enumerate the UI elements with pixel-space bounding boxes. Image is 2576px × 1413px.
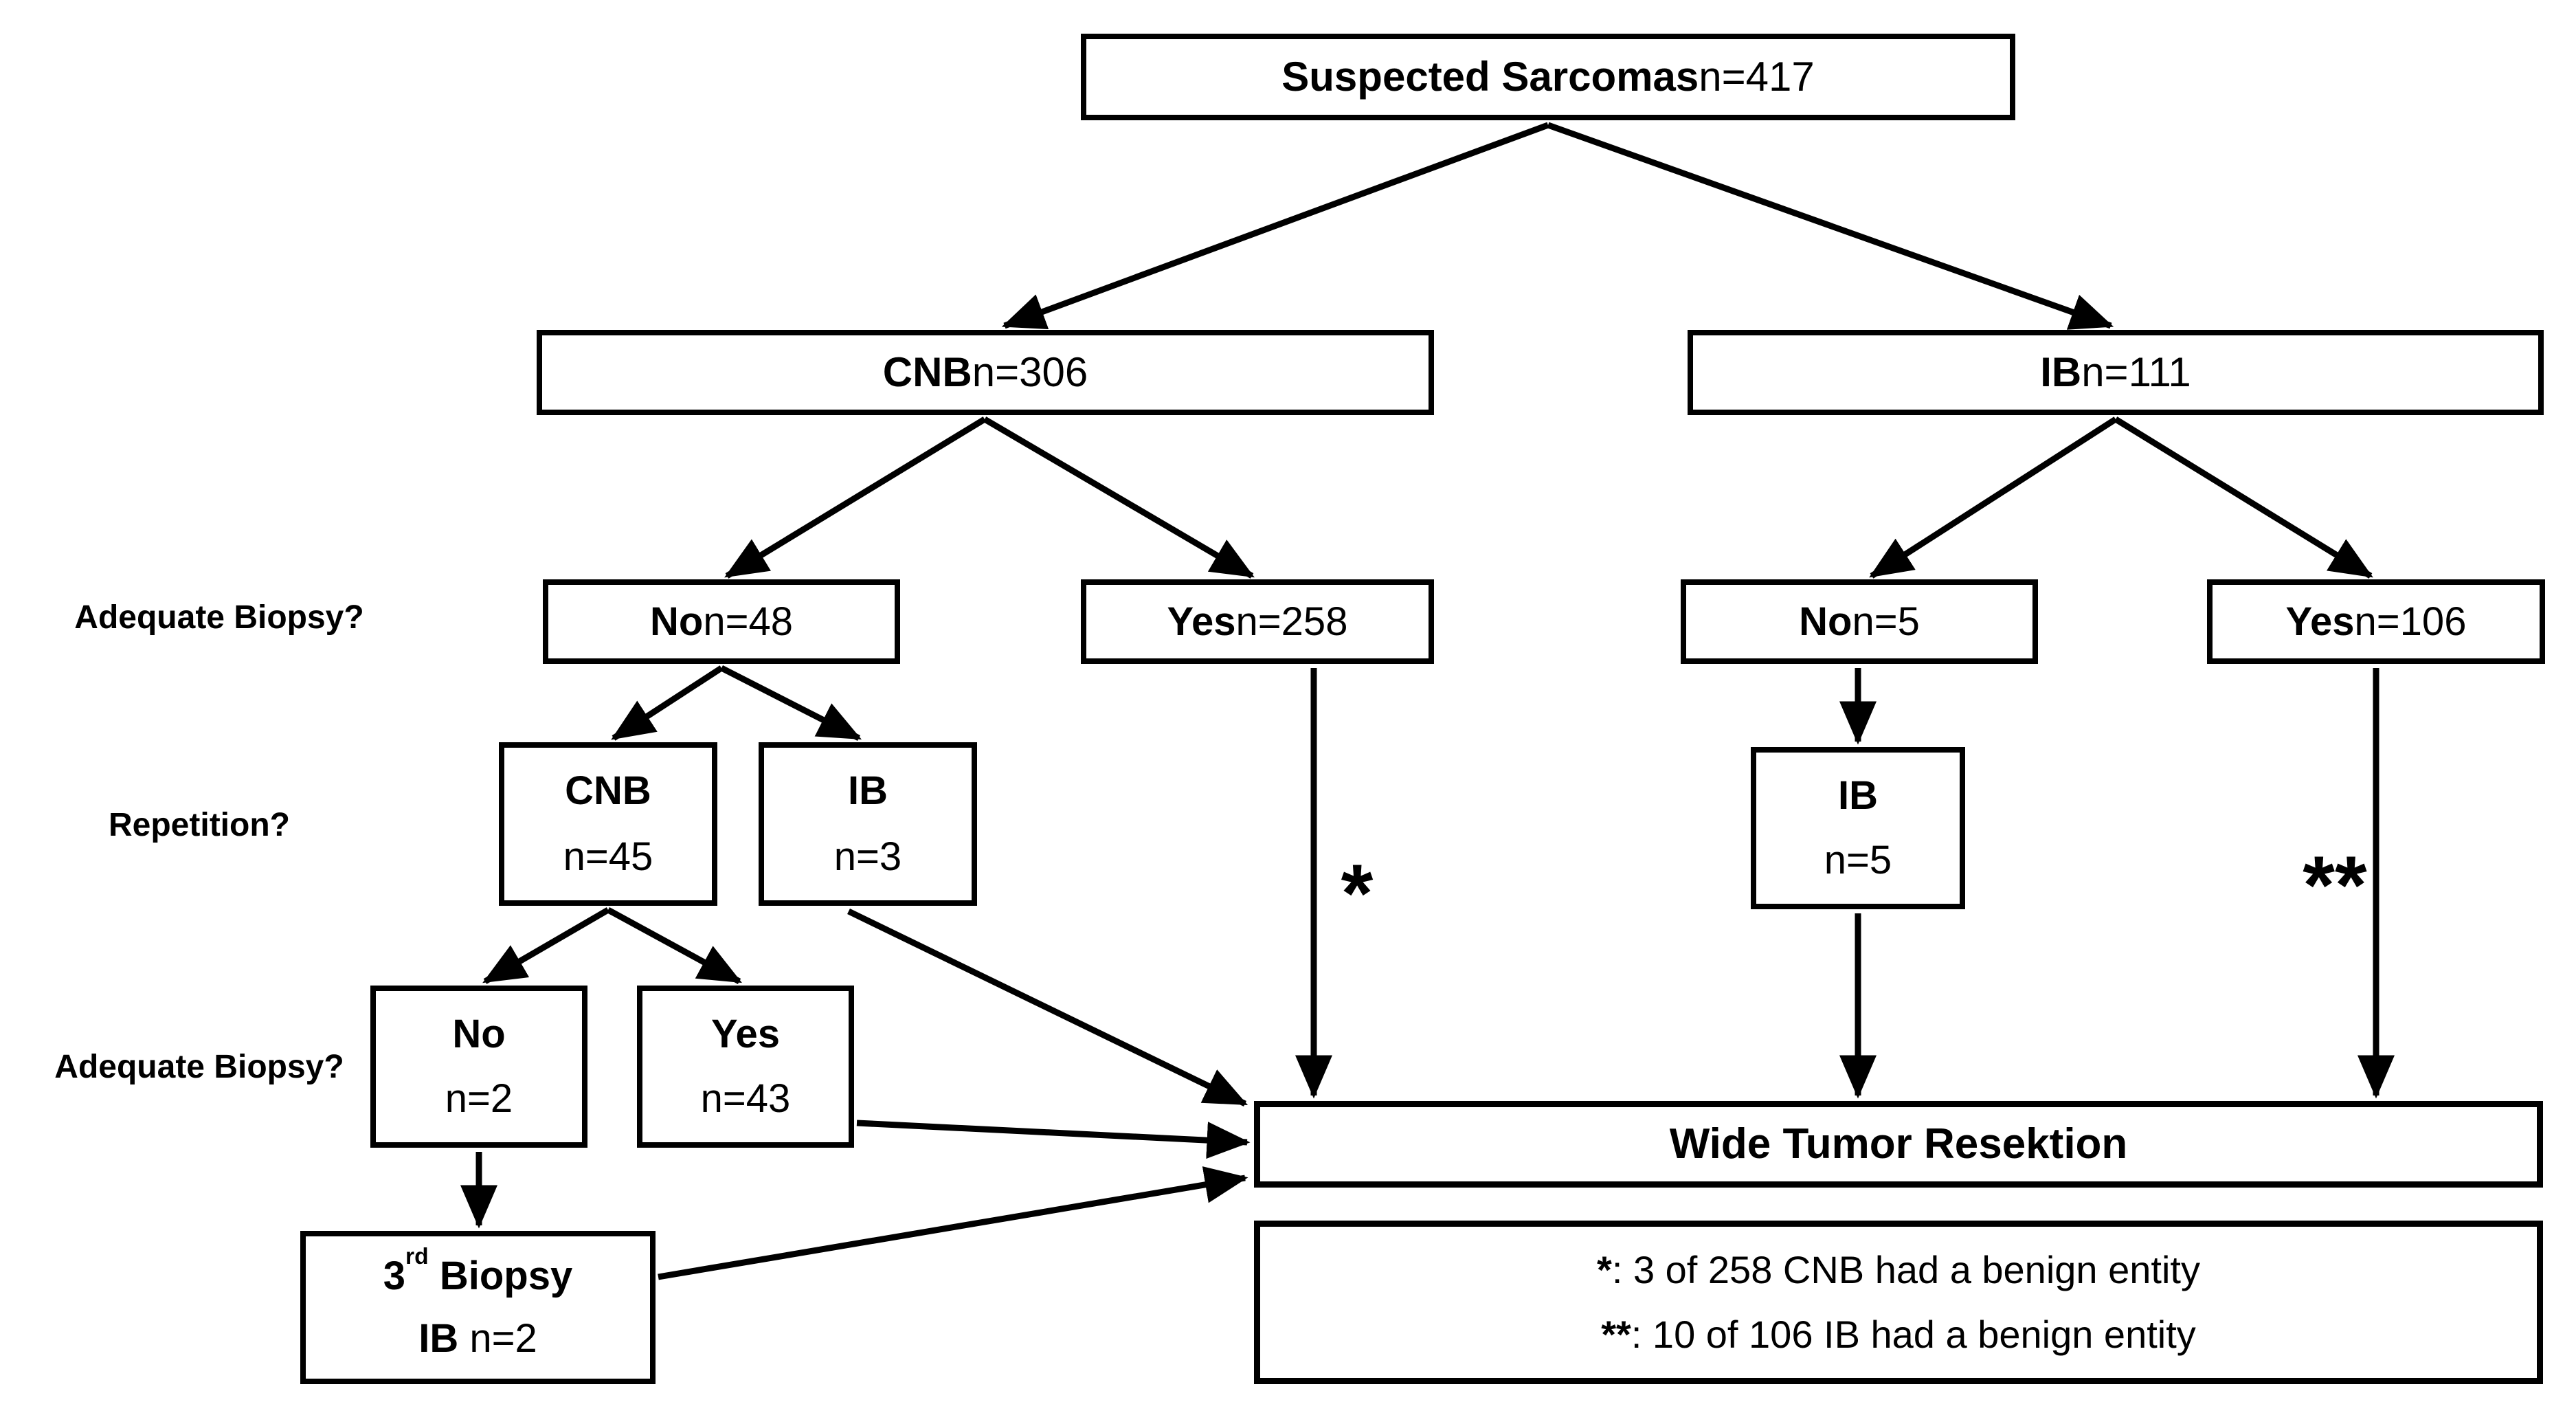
node-suspected-sarcomas: Suspected Sarcomas n=417 xyxy=(1081,34,2015,120)
third-biopsy-count: n=2 xyxy=(469,1315,537,1361)
label-repetition: Repetition? xyxy=(109,806,290,843)
node-repeat-ib5: IB n=5 xyxy=(1751,747,1965,909)
third-biopsy-method: IB xyxy=(418,1315,459,1361)
node-repeat-cnb-label: CNB xyxy=(565,768,651,814)
arrow-no48-to-ib3 xyxy=(719,665,862,742)
label-adequate-biopsy-bottom: Adequate Biopsy? xyxy=(54,1048,344,1085)
node-ib-label: IB xyxy=(2040,349,2082,395)
node-ib-adequate-no-count: n=5 xyxy=(1852,599,1920,644)
arrow-ib-to-no5 xyxy=(1869,416,2118,579)
node-ib-count: n=111 xyxy=(2081,349,2191,395)
arrow-root-to-ib xyxy=(1547,122,2114,330)
node-repeat-ib-count: n=3 xyxy=(833,834,902,879)
node-third-biopsy: 3rd Biopsy IB n=2 xyxy=(300,1231,656,1384)
annotation-single-star: * xyxy=(1341,847,1374,939)
node-ib-adequate-no-label: No xyxy=(1799,599,1852,644)
node-cnb-adequate-yes-count: n=258 xyxy=(1235,599,1348,644)
node-repeat-adequate-no-count: n=2 xyxy=(445,1076,513,1122)
node-suspected-sarcomas-label: Suspected Sarcomas xyxy=(1281,54,1699,100)
annotation-double-star: ** xyxy=(2303,839,2367,931)
footnote-line-1: *: 3 of 258 CNB had a benign entity xyxy=(1597,1249,2200,1291)
node-repeat-adequate-yes-count: n=43 xyxy=(700,1076,791,1122)
node-cnb-adequate-yes: Yes n=258 xyxy=(1081,579,1434,664)
node-repeat-ib-label: IB xyxy=(848,768,888,814)
node-repeat-cnb-count: n=45 xyxy=(563,834,653,879)
node-wide-tumor-resection-label: Wide Tumor Resektion xyxy=(1669,1120,2128,1168)
third-biopsy-label: Biopsy xyxy=(439,1254,573,1299)
node-ib-adequate-yes-label: Yes xyxy=(2285,599,2355,644)
node-cnb-adequate-no: No n=48 xyxy=(543,579,900,664)
node-repeat-adequate-no-label: No xyxy=(452,1011,506,1056)
third-biopsy-number: 3 xyxy=(383,1254,406,1299)
node-cnb: CNB n=306 xyxy=(537,330,1434,415)
node-repeat-adequate-no: No n=2 xyxy=(370,986,587,1148)
node-repeat-adequate-yes-label: Yes xyxy=(711,1011,780,1056)
node-repeat-ib5-label: IB xyxy=(1838,772,1878,818)
footnote-1-marker: * xyxy=(1597,1248,1612,1292)
label-adequate-biopsy-top: Adequate Biopsy? xyxy=(74,599,364,636)
arrow-ib-to-yes106 xyxy=(2114,416,2373,579)
node-ib-adequate-yes-count: n=106 xyxy=(2354,599,2467,644)
node-repeat-cnb: CNB n=45 xyxy=(499,742,717,906)
node-repeat-ib: IB n=3 xyxy=(759,742,977,906)
node-ib-adequate-no: No n=5 xyxy=(1681,579,2038,664)
arrow-cnb45-to-no2 xyxy=(482,907,610,984)
arrow-root-to-cnb xyxy=(1001,122,1549,330)
footnote-2-marker: ** xyxy=(1601,1313,1631,1357)
node-repeat-adequate-yes: Yes n=43 xyxy=(637,986,854,1148)
arrow-cnb-to-no48 xyxy=(724,416,987,579)
arrow-no48-to-cnb45 xyxy=(611,665,724,741)
arrow-cnb-to-yes258 xyxy=(983,416,1255,579)
node-cnb-adequate-no-label: No xyxy=(650,599,704,644)
node-cnb-adequate-no-count: n=48 xyxy=(703,599,793,644)
third-biopsy-ordinal: rd xyxy=(405,1244,429,1270)
node-third-biopsy-line1: 3rd Biopsy xyxy=(383,1244,573,1299)
node-ib: IB n=111 xyxy=(1688,330,2544,415)
node-third-biopsy-line2: IB n=2 xyxy=(418,1315,537,1361)
footnote-1-text: : 3 of 258 CNB had a benign entity xyxy=(1611,1248,2200,1292)
arrow-cnb45-to-yes43 xyxy=(606,907,742,984)
node-cnb-adequate-yes-label: Yes xyxy=(1167,599,1236,644)
footnote-2-text: : 10 of 106 IB had a benign entity xyxy=(1631,1313,2196,1357)
node-repeat-ib5-count: n=5 xyxy=(1824,838,1892,883)
node-suspected-sarcomas-count: n=417 xyxy=(1699,54,1815,100)
arrow-thirdbiopsy-to-resection xyxy=(658,1166,1248,1280)
footnote-line-2: **: 10 of 106 IB had a benign entity xyxy=(1601,1313,2196,1356)
arrow-yes43-to-resection xyxy=(856,1120,1251,1159)
node-ib-adequate-yes: Yes n=106 xyxy=(2207,579,2545,664)
node-cnb-count: n=306 xyxy=(972,349,1088,395)
node-cnb-label: CNB xyxy=(882,349,972,395)
node-wide-tumor-resection: Wide Tumor Resektion xyxy=(1254,1101,2543,1188)
arrow-ib3-to-resection xyxy=(847,908,1248,1107)
footnote-box: *: 3 of 258 CNB had a benign entity **: … xyxy=(1254,1221,2543,1384)
